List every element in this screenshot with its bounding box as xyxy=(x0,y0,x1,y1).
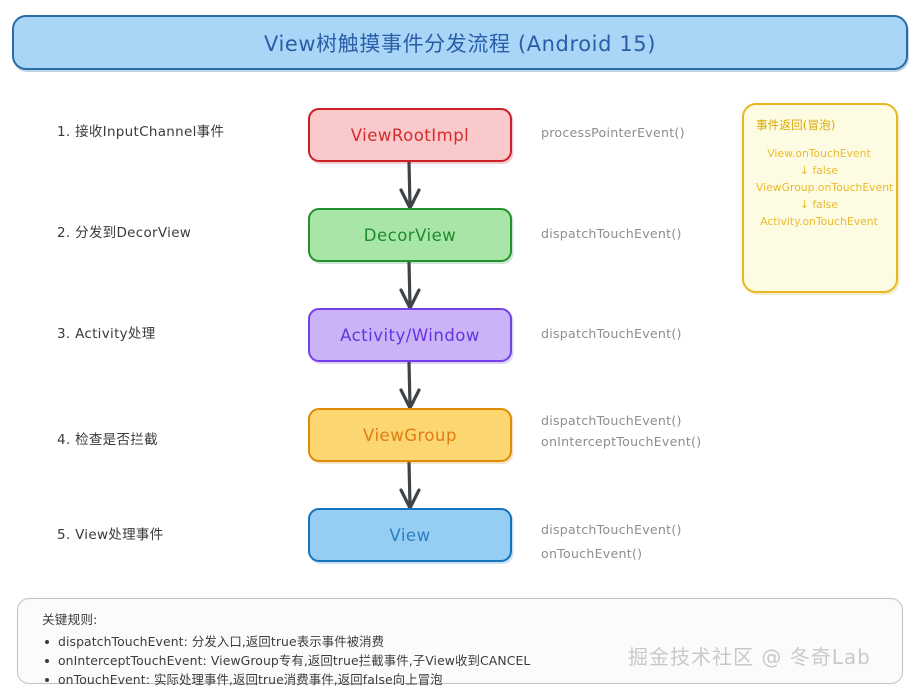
key-rules-panel: 关键规则: dispatchTouchEvent: 分发入口,返回true表示事… xyxy=(17,598,903,687)
flow-node-label: ViewGroup xyxy=(363,425,457,445)
callout-title: 事件返回(冒泡) xyxy=(756,118,836,132)
step-label-2: 2. 分发到DecorView xyxy=(57,225,192,241)
method-note-viewgroup: dispatchTouchEvent() onInterceptTouchEve… xyxy=(541,413,702,449)
key-rule-item: onTouchEvent: 实际处理事件,返回true消费事件,返回false向… xyxy=(42,670,902,689)
page-title: View树触摸事件分发流程 (Android 15) xyxy=(263,31,657,56)
step-label-5: 5. View处理事件 xyxy=(57,527,164,543)
key-rule-item: onInterceptTouchEvent: ViewGroup专有,返回tru… xyxy=(42,651,902,670)
step-label-3: 3. Activity处理 xyxy=(57,326,156,342)
callout-line-false-1: ↓ false xyxy=(799,164,839,177)
key-rules-list: dispatchTouchEvent: 分发入口,返回true表示事件被消费 o… xyxy=(42,632,902,689)
flow-node-viewrootimpl[interactable]: ViewRootImpl xyxy=(308,108,512,162)
method-note-view: dispatchTouchEvent() onTouchEvent() xyxy=(541,522,682,561)
step-label-4: 4. 检查是否拦截 xyxy=(57,432,158,448)
flow-node-activity-window[interactable]: Activity/Window xyxy=(308,308,512,362)
callout-line-activity-ontouchevent: Activity.onTouchEvent xyxy=(760,215,878,228)
callout-body: View.onTouchEvent ↓ false ViewGroup.onTo… xyxy=(756,145,894,230)
key-rules-title: 关键规则: xyxy=(42,612,98,627)
method-note-decorview: dispatchTouchEvent() xyxy=(541,226,682,241)
method-note-viewrootimpl: processPointerEvent() xyxy=(541,125,685,140)
diagram-title-banner: View树触摸事件分发流程 (Android 15) xyxy=(12,15,908,70)
key-rule-item: dispatchTouchEvent: 分发入口,返回true表示事件被消费 xyxy=(42,632,902,651)
flow-node-label: Activity/Window xyxy=(340,325,480,345)
flow-node-decorview[interactable]: DecorView xyxy=(308,208,512,262)
flow-node-label: ViewRootImpl xyxy=(350,125,470,145)
event-bubbling-callout: 事件返回(冒泡) View.onTouchEvent ↓ false ViewG… xyxy=(742,103,898,293)
step-label-1: 1. 接收InputChannel事件 xyxy=(57,124,225,140)
flow-node-view[interactable]: View xyxy=(308,508,512,562)
flow-node-viewgroup[interactable]: ViewGroup xyxy=(308,408,512,462)
callout-line-view-ontouchevent: View.onTouchEvent xyxy=(767,147,871,160)
method-note-activity-window: dispatchTouchEvent() xyxy=(541,326,682,341)
flow-node-label: View xyxy=(389,525,431,545)
callout-line-viewgroup-ontouchevent: ViewGroup.onTouchEvent xyxy=(756,181,894,194)
flow-node-label: DecorView xyxy=(363,225,457,245)
watermark: 掘金技术社区 @ 冬奇Lab xyxy=(628,645,871,669)
callout-line-false-2: ↓ false xyxy=(799,198,839,211)
